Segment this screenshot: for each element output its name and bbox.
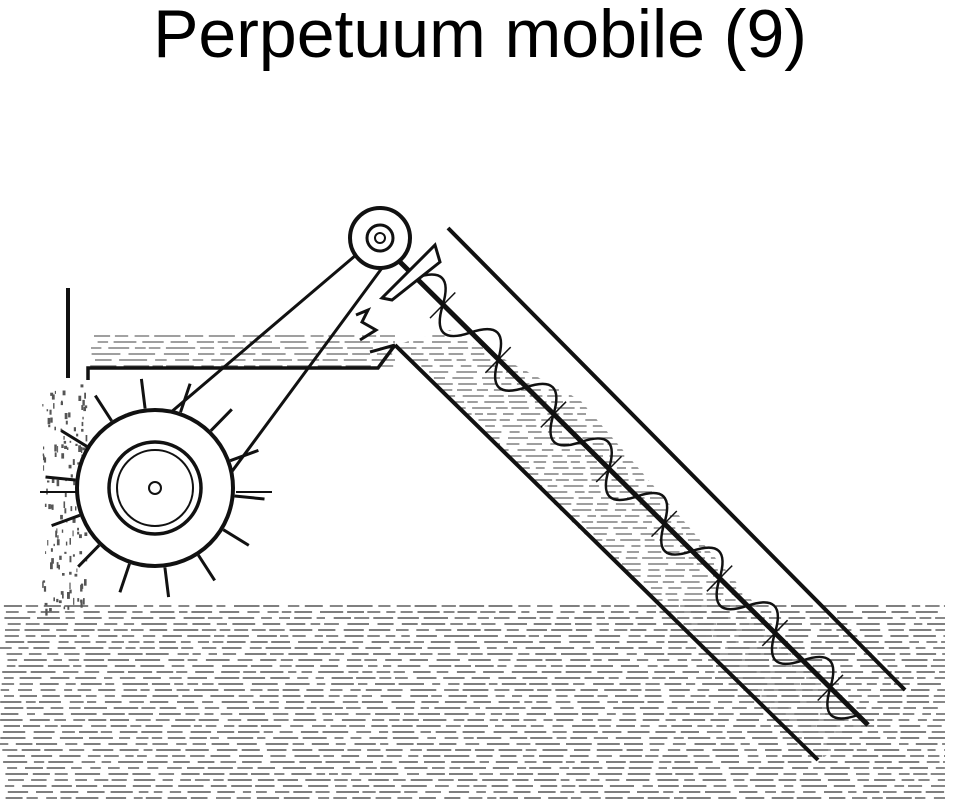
archimedes-screw [398,260,870,727]
upper-water-tray [66,288,397,380]
top-pulley [348,206,442,342]
lower-water-reservoir [0,605,945,799]
slide-title: Perpetuum mobile (9) [153,0,807,72]
perpetual-motion-illustration [0,206,945,799]
water-wheel [40,378,272,598]
